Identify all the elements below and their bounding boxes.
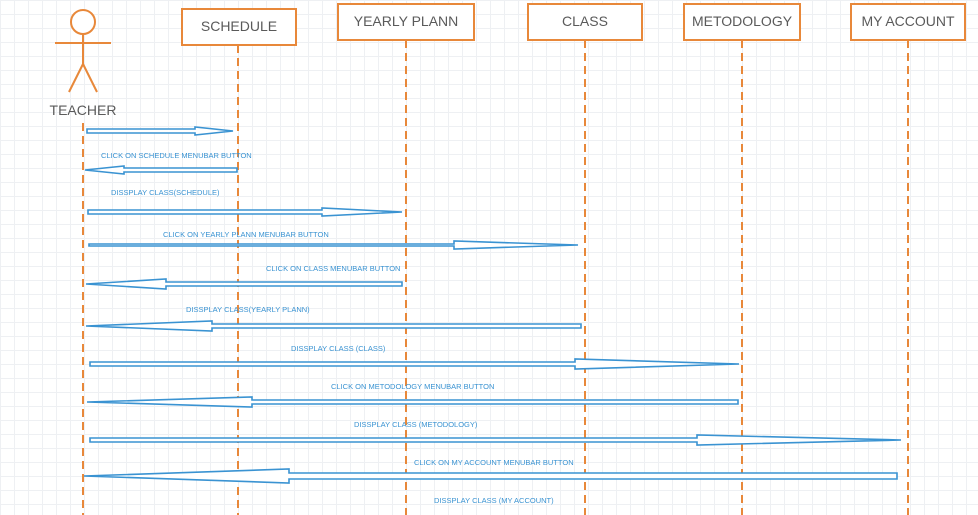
participant-label: YEARLY PLANN <box>354 13 459 29</box>
message-2: CLICK ON SCHEDULE MENUBAR BUTTON <box>84 151 252 175</box>
message-label: DISSPLAY CLASS (METODOLOGY) <box>354 420 478 429</box>
message-arrow <box>85 320 582 332</box>
participant-schedule: SCHEDULE <box>181 8 297 46</box>
message-label: DISSPLAY CLASS(YEARLY PLANN) <box>186 305 310 314</box>
participant-label: SCHEDULE <box>201 18 277 34</box>
participant-label: CLASS <box>562 13 608 29</box>
message-label: DISSPLAY CLASS (MY ACCOUNT) <box>434 496 554 505</box>
participant-metodology: METODOLOGY <box>683 3 801 41</box>
message-arrow <box>88 240 579 250</box>
participant-label: MY ACCOUNT <box>861 13 955 29</box>
message-1 <box>86 126 234 136</box>
participant-label: METODOLOGY <box>692 13 793 29</box>
actor-teacher: TEACHER <box>50 9 117 118</box>
message-3: DISSPLAY CLASS(SCHEDULE) <box>87 188 403 217</box>
message-8: DISSPLAY CLASS (CLASS) <box>86 344 739 408</box>
message-label: CLICK ON MY ACCOUNT MENUBAR BUTTON <box>414 458 574 467</box>
message-label: CLICK ON METODOLOGY MENUBAR BUTTON <box>331 382 494 391</box>
message-4 <box>88 240 579 250</box>
message-arrow <box>89 434 902 446</box>
actor-head-icon <box>70 9 96 35</box>
message-arrow <box>83 468 898 484</box>
message-arrow <box>87 207 403 217</box>
message-7: DISSPLAY CLASS(YEARLY PLANN) <box>89 305 740 370</box>
message-label: CLICK ON SCHEDULE MENUBAR BUTTON <box>101 151 252 160</box>
actor-label: TEACHER <box>50 102 117 118</box>
message-arrow <box>86 126 234 136</box>
message-label: CLICK ON YEARLY PLANN MENUBAR BUTTON <box>163 230 329 239</box>
message-10: DISSPLAY CLASS (METODOLOGY) <box>83 420 898 484</box>
participant-my-account: MY ACCOUNT <box>850 3 966 41</box>
message-arrow <box>86 396 739 408</box>
participant-class: CLASS <box>527 3 643 41</box>
participant-yearly-plann: YEARLY PLANN <box>337 3 475 41</box>
message-6: CLICK ON CLASS MENUBAR BUTTON <box>85 264 582 332</box>
message-arrow <box>85 278 403 290</box>
message-9: CLICK ON METODOLOGY MENUBAR BUTTON <box>89 382 902 446</box>
message-label: DISSPLAY CLASS (CLASS) <box>291 344 386 353</box>
message-label: CLICK ON CLASS MENUBAR BUTTON <box>266 264 400 273</box>
message-5: CLICK ON YEARLY PLANN MENUBAR BUTTON <box>85 230 403 290</box>
message-label: DISSPLAY CLASS(SCHEDULE) <box>111 188 220 197</box>
message-arrow <box>84 165 238 175</box>
message-arrow <box>89 358 740 370</box>
